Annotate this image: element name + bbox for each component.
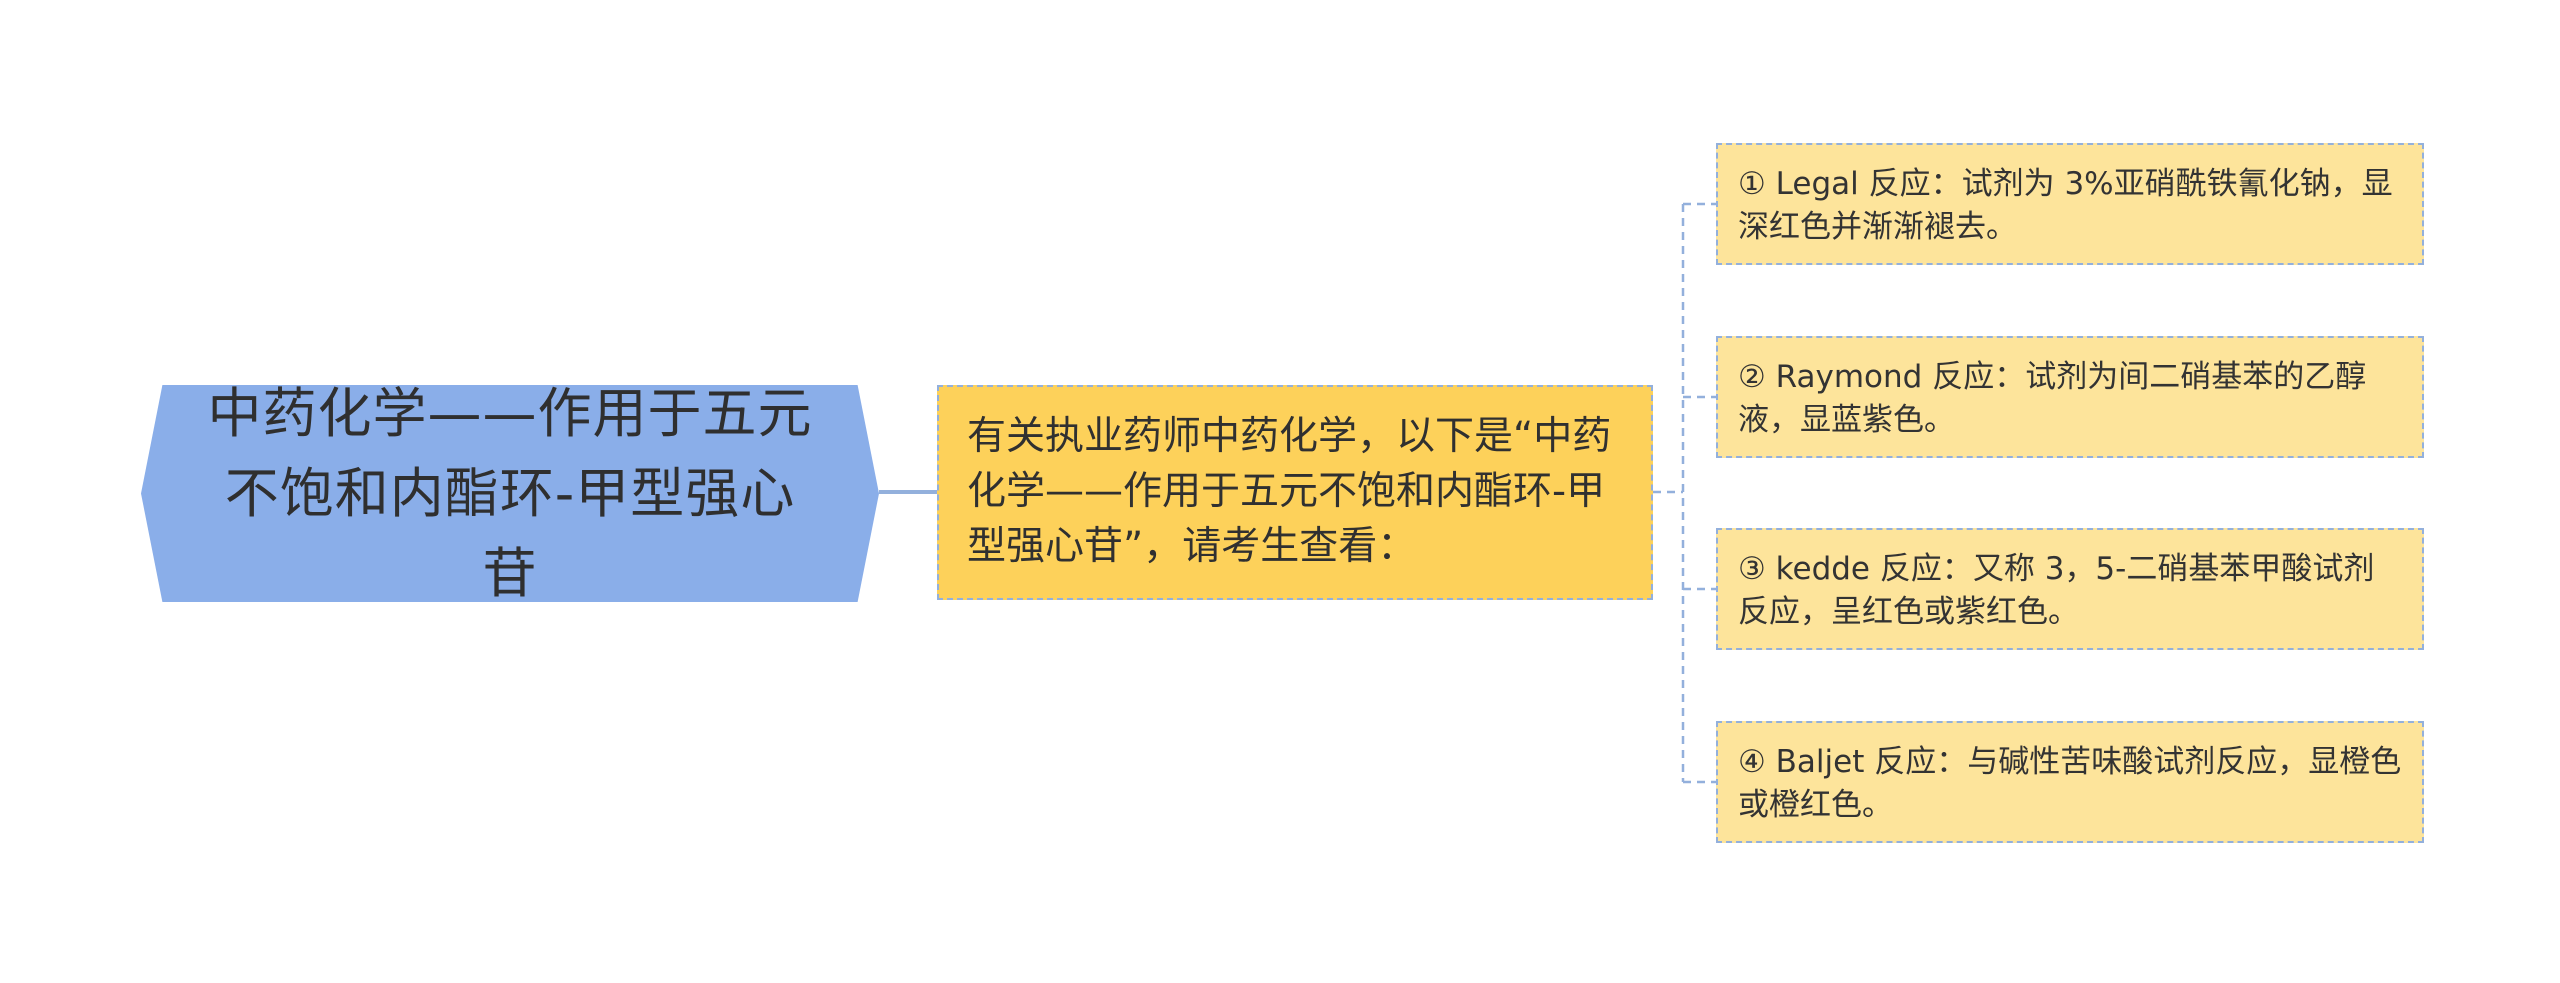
leaf-topic-label: ④ Baljet 反应：与碱性苦味酸试剂反应，显橙色或橙红色。 (1738, 744, 2402, 823)
root-topic-node[interactable]: 中药化学——作用于五元不饱和内酯环-甲型强心苷 (141, 385, 879, 602)
branch-topic-label: 有关执业药师中药化学，以下是“中药化学——作用于五元不饱和内酯环-甲型强心苷”，… (967, 414, 1612, 569)
leaf-topic-label: ① Legal 反应：试剂为 3%亚硝酰铁氰化钠，显深红色并渐渐褪去。 (1738, 166, 2393, 245)
leaf-topic-node-legal[interactable]: ① Legal 反应：试剂为 3%亚硝酰铁氰化钠，显深红色并渐渐褪去。 (1716, 143, 2424, 265)
leaf-topic-node-raymond[interactable]: ② Raymond 反应：试剂为间二硝基苯的乙醇液，显蓝紫色。 (1716, 336, 2424, 458)
leaf-topic-label: ② Raymond 反应：试剂为间二硝基苯的乙醇液，显蓝紫色。 (1738, 359, 2367, 438)
branch-topic-node[interactable]: 有关执业药师中药化学，以下是“中药化学——作用于五元不饱和内酯环-甲型强心苷”，… (937, 385, 1653, 600)
leaf-topic-node-baljet[interactable]: ④ Baljet 反应：与碱性苦味酸试剂反应，显橙色或橙红色。 (1716, 721, 2424, 843)
root-topic-label: 中药化学——作用于五元不饱和内酯环-甲型强心苷 (207, 381, 813, 605)
leaf-topic-label: ③ kedde 反应：又称 3，5-二硝基苯甲酸试剂反应，呈红色或紫红色。 (1738, 551, 2375, 630)
leaf-topic-node-kedde[interactable]: ③ kedde 反应：又称 3，5-二硝基苯甲酸试剂反应，呈红色或紫红色。 (1716, 528, 2424, 650)
